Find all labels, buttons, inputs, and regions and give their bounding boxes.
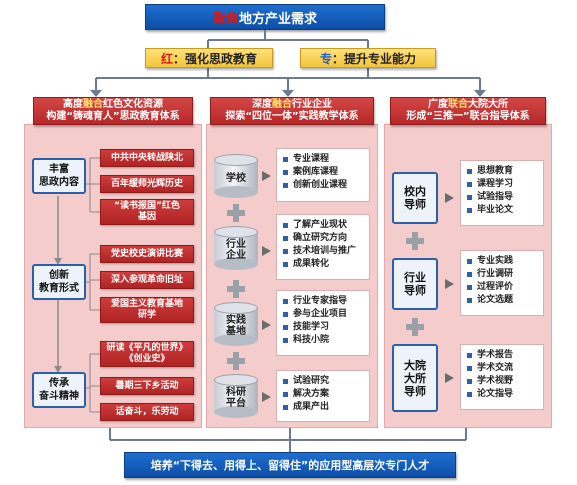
left-category-innovate: 创新 教育形式	[32, 264, 86, 300]
list-item: 了解产业现状	[283, 219, 363, 232]
left-item: 百年缓师光辉历史	[100, 175, 194, 193]
right-category-industry: 行业 导师	[392, 258, 438, 310]
arrow-right-icon	[262, 246, 271, 256]
list-item: 确立研究方向	[283, 232, 363, 245]
list-item: 过程评价	[467, 281, 537, 294]
plus-icon	[227, 280, 245, 298]
list-item: 论文选题	[467, 294, 537, 307]
list-item: 成果产出	[283, 401, 363, 414]
column-header-middle: 深度融合行业企业 探索“四位一体”实践教学体系	[210, 97, 374, 125]
list-item: 试验指导	[467, 191, 537, 204]
list-item: 技能学习	[283, 321, 363, 334]
middle-list-research: 试验研究 解决方案 成果产出	[276, 370, 370, 422]
middle-list-school: 专业课程 案例库课程 创新创业课程	[276, 148, 370, 202]
list-item: 创新创业课程	[283, 179, 363, 192]
middle-category-industry: 行业 企业	[226, 239, 246, 261]
list-item: 试验研究	[283, 375, 363, 388]
plus-icon	[406, 232, 424, 250]
column-header-middle-line1: 深度融合行业企业	[252, 99, 332, 110]
list-item: 行业调研	[467, 268, 537, 281]
arrow-right-icon	[445, 279, 454, 289]
list-item: 科技小院	[283, 334, 363, 347]
list-item: 学术视野	[467, 375, 537, 388]
left-item: 研读《平凡的世界》 《创业史》	[100, 341, 194, 367]
left-category-enrich: 丰富 思政内容	[32, 158, 86, 194]
pro-goal-highlight: 专	[319, 51, 332, 66]
pro-goal-bar: 专 ：提升专业能力	[300, 48, 436, 68]
column-header-right-line1: 广度联合大院大所	[428, 99, 508, 110]
plus-icon	[227, 204, 245, 222]
column-header-left-line2: 构建“铸魂育人”思政教育体系	[46, 111, 180, 122]
red-goal-highlight: 红	[160, 51, 173, 66]
middle-list-industry: 了解产业现状 确立研究方向 技术培训与推广 成果转化	[276, 214, 370, 280]
column-header-left-line1: 高度融合红色文化资源	[63, 99, 163, 110]
list-item: 案例库课程	[283, 166, 363, 179]
left-item: 中共中央转战陕北	[100, 149, 194, 167]
column-header-right-line2: 形成“三推一”联合指导体系	[406, 111, 530, 122]
column-header-left: 高度融合红色文化资源 构建“铸魂育人”思政教育体系	[33, 97, 193, 125]
middle-category-research: 科研 平台	[226, 387, 246, 409]
right-list-campus: 思想教育 课程学习 试验指导 毕业论文	[460, 160, 544, 226]
left-item: 党史校史演讲比赛	[100, 245, 194, 263]
list-item: 成果转化	[283, 258, 363, 271]
arrow-right-icon	[445, 373, 454, 383]
plus-icon	[406, 318, 424, 336]
left-item: 爱国主义教育基地 研学	[100, 297, 194, 323]
middle-list-base: 行业专家指导 参与企业项目 技能学习 科技小院	[276, 290, 370, 356]
column-header-right: 广度联合大院大所 形成“三推一”联合指导体系	[390, 97, 546, 125]
database-icon: 实践 基地	[214, 302, 258, 346]
red-goal-bar: 红 ：强化思政教育	[145, 48, 273, 68]
list-item: 课程学习	[467, 178, 537, 191]
right-category-institute: 大院 大所 导师	[392, 344, 438, 412]
bottom-banner-text: 培养“下得去、用得上、留得住”的应用型高层次专门人才	[150, 459, 430, 472]
arrow-right-icon	[262, 171, 271, 181]
plus-icon	[227, 352, 245, 370]
column-header-middle-line2: 探索“四位一体”实践教学体系	[225, 111, 359, 122]
left-item: 深入参观革命旧址	[100, 271, 194, 289]
top-banner-text: 地方产业需求	[239, 11, 318, 27]
arrow-right-icon	[262, 392, 271, 402]
list-item: 毕业论文	[467, 204, 537, 217]
left-category-inherit: 传承 奋斗精神	[32, 372, 86, 408]
right-list-institute: 学术报告 学术交流 学术视野 论文指导	[460, 344, 544, 410]
database-icon: 行业 企业	[214, 226, 258, 276]
left-item: 话奋斗，乐劳动	[100, 403, 194, 421]
list-item: 参与企业项目	[283, 308, 363, 321]
right-list-industry: 专业实践 行业调研 过程评价 论文选题	[460, 250, 544, 316]
list-item: 技术培训与推广	[283, 245, 363, 258]
list-item: 解决方案	[283, 388, 363, 401]
left-item: “读书报国”红色 基因	[100, 199, 194, 225]
list-item: 思想教育	[467, 165, 537, 178]
list-item: 专业课程	[283, 153, 363, 166]
arrow-right-icon	[445, 193, 454, 203]
pro-goal-text: ：提升专业能力	[332, 51, 417, 66]
middle-category-school: 学校	[226, 172, 246, 184]
top-banner: 聚焦 地方产业需求	[145, 4, 385, 30]
left-item: 暑期三下乡活动	[100, 377, 194, 395]
right-category-campus: 校内 导师	[392, 172, 438, 224]
list-item: 行业专家指导	[283, 295, 363, 308]
list-item: 学术交流	[467, 362, 537, 375]
red-goal-text: ：强化思政教育	[173, 51, 258, 66]
database-icon: 学校	[214, 154, 258, 198]
list-item: 专业实践	[467, 255, 537, 268]
middle-category-base: 实践 基地	[226, 315, 246, 337]
list-item: 学术报告	[467, 349, 537, 362]
bottom-banner: 培养“下得去、用得上、留得住”的应用型高层次专门人才	[124, 452, 456, 478]
arrow-right-icon	[262, 320, 271, 330]
list-item: 论文指导	[467, 388, 537, 401]
top-banner-highlight: 聚焦	[212, 11, 239, 27]
database-icon: 科研 平台	[214, 374, 258, 418]
